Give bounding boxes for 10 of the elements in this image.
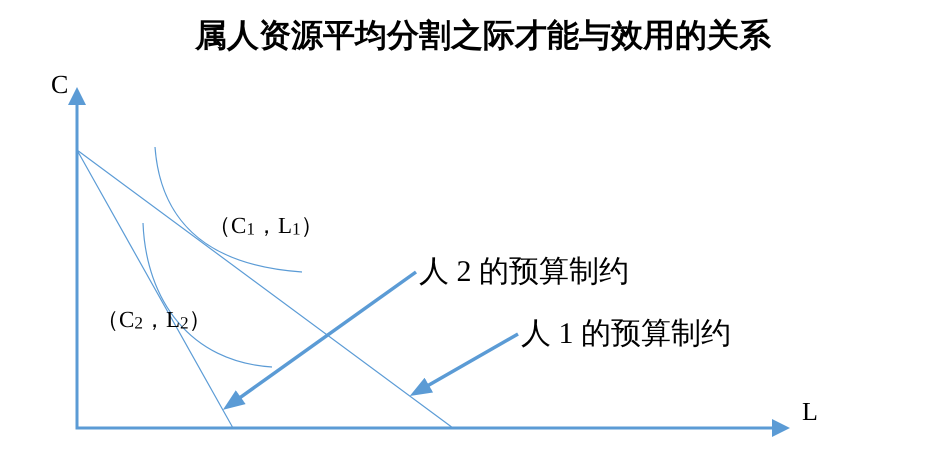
leader-arrow [410, 332, 519, 396]
budget-line [76, 150, 454, 428]
axis-label: L [802, 399, 818, 425]
budget-line [76, 150, 234, 428]
callout-label: 人 2 的预算制约 [419, 257, 629, 287]
leader-arrow [222, 270, 418, 410]
title: 属人资源平均分割之际才能与效用的关系 [195, 19, 771, 51]
point-label: （C$_{1}$，L$_{1}$） [208, 214, 324, 238]
axis-label: C [51, 72, 68, 98]
callout-label: 人 1 的预算制约 [521, 319, 731, 349]
